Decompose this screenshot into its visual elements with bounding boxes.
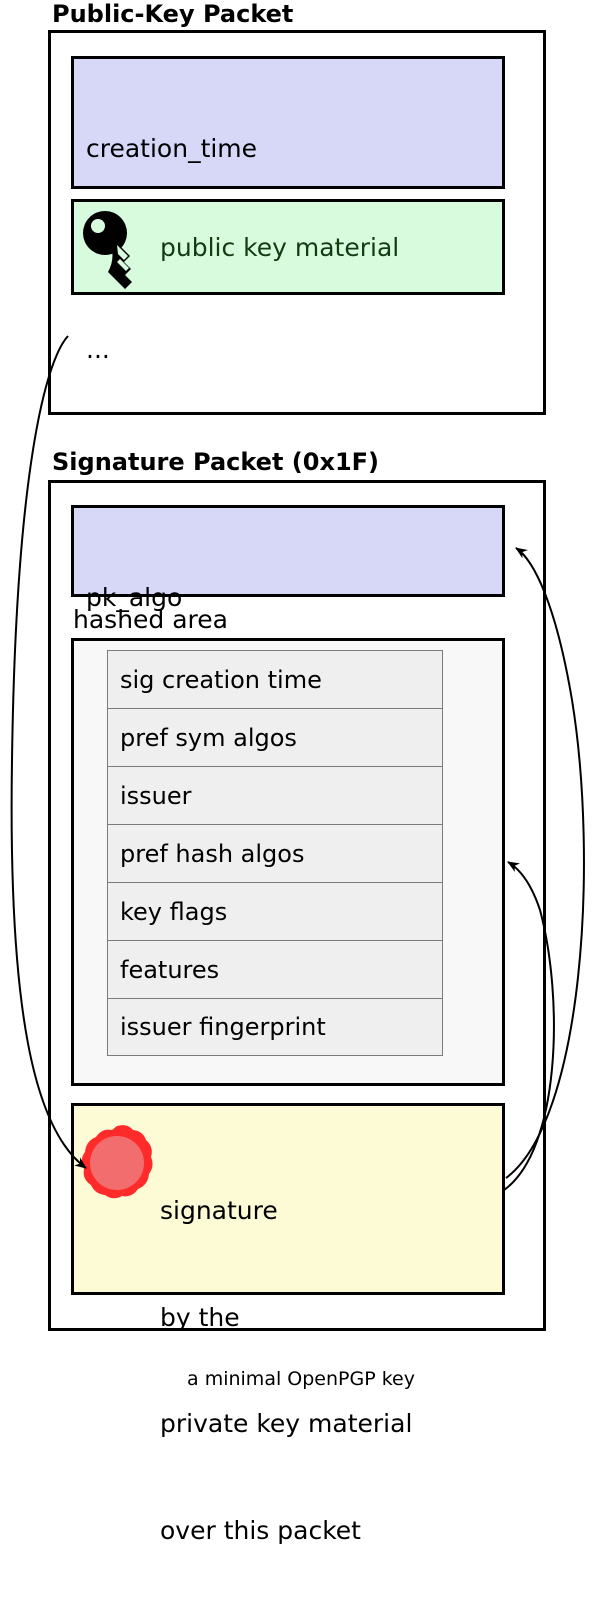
- subpacket-row: sig creation time: [107, 650, 443, 708]
- public-key-packet-title: Public-Key Packet: [52, 0, 294, 28]
- signature-value-block: signature by the private key material ov…: [71, 1103, 505, 1545]
- subpacket-row: pref hash algos: [107, 824, 443, 882]
- hashed-area-label: hashed area: [73, 605, 228, 634]
- signature-algos-block: pk_algo hash_algo: [71, 505, 505, 710]
- subpacket-list: sig creation time pref sym algos issuer …: [107, 650, 443, 1056]
- diagram-canvas: Public-Key Packet creation_time pk_algo …: [10, 0, 585, 1545]
- signature-line-1: signature: [160, 1196, 278, 1225]
- field-ellipsis: ...: [86, 335, 110, 364]
- public-key-fields-block: creation_time pk_algo ...: [71, 56, 505, 364]
- diagram-caption: a minimal OpenPGP key: [187, 1368, 415, 1390]
- subpacket-row: key flags: [107, 882, 443, 940]
- subpacket-row: features: [107, 940, 443, 998]
- subpacket-row: pref sym algos: [107, 708, 443, 766]
- signature-packet-frame: pk_algo hash_algo hashed area sig creati…: [48, 480, 546, 1545]
- signature-value-text: signature by the private key material ov…: [160, 1120, 412, 1619]
- key-icon: [83, 211, 132, 289]
- signature-line-2: by the: [160, 1302, 240, 1332]
- signature-line-3: private key material: [160, 1409, 413, 1438]
- key-icon-slot: [74, 199, 160, 295]
- public-key-packet-frame: creation_time pk_algo ... public key mat…: [48, 30, 546, 415]
- signature-line-4: over this packet: [160, 1515, 361, 1545]
- hashed-area-block: sig creation time pref sym algos issuer …: [71, 638, 505, 1086]
- public-key-material-block: public key material: [71, 199, 505, 295]
- subpacket-row: issuer fingerprint: [107, 998, 443, 1056]
- wax-seal-icon-slot: [74, 1120, 160, 1200]
- field-sig-pk-algo: pk_algo: [86, 583, 183, 612]
- signature-packet-title: Signature Packet (0x1F): [52, 448, 379, 476]
- wax-seal-icon: [81, 1125, 153, 1199]
- public-key-material-label: public key material: [160, 232, 400, 262]
- field-creation-time: creation_time: [86, 134, 258, 163]
- subpacket-row: issuer: [107, 766, 443, 824]
